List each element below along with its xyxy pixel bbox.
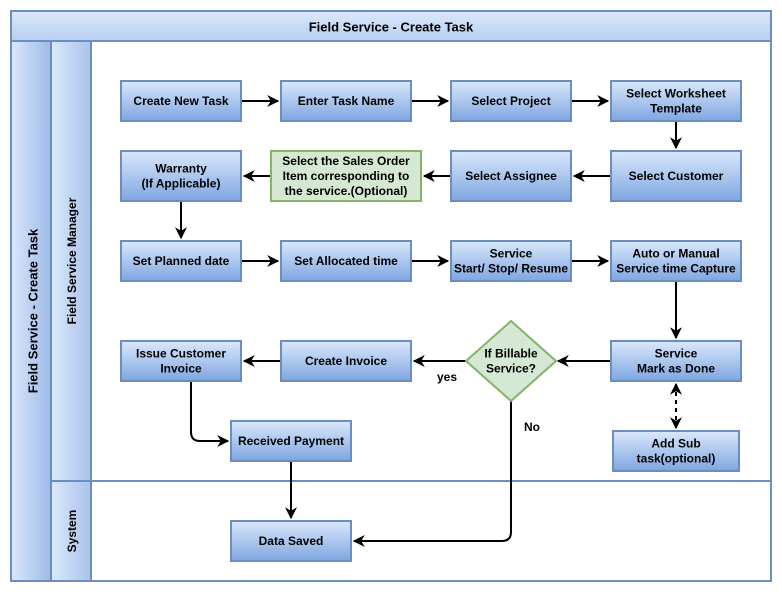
node-mark-done-label: Mark as Done (637, 362, 715, 376)
node-select-project-label: Select Project (471, 94, 550, 108)
node-issue-invoice-label: Invoice (160, 362, 202, 376)
node-received-payment[interactable]: Received Payment (230, 420, 352, 462)
node-enter-task-name[interactable]: Enter Task Name (280, 80, 412, 122)
node-time-capture-label: Service time Capture (616, 262, 736, 276)
node-if-billable-shape (464, 319, 558, 403)
node-select-customer-shape (610, 150, 742, 202)
node-set-allocated-time-label: Set Allocated time (294, 254, 398, 268)
node-mark-done-shape (610, 340, 742, 382)
node-service-start-label: Service (490, 247, 533, 261)
lane-system-band (50, 480, 92, 582)
node-select-customer[interactable]: Select Customer (610, 150, 742, 202)
node-select-worksheet-shape (610, 80, 742, 122)
node-select-sales-order-label: Item corresponding to (283, 169, 410, 183)
node-select-project[interactable]: Select Project (450, 80, 572, 122)
node-select-worksheet-label: Template (650, 102, 702, 116)
node-select-project-shape (450, 80, 572, 122)
node-create-new-task-label: Create New Task (133, 94, 228, 108)
node-create-invoice-shape (280, 340, 412, 382)
edge-billable-no-to-saved (352, 401, 512, 547)
node-time-capture-label: Auto or Manual (632, 247, 719, 261)
node-if-billable-label: If Billable (484, 347, 538, 361)
node-warranty[interactable]: Warranty(If Applicable) (120, 150, 242, 202)
node-select-assignee-label: Select Assignee (465, 169, 557, 183)
node-warranty-label: Warranty (155, 162, 207, 176)
lane-system-area (90, 480, 772, 582)
node-create-invoice[interactable]: Create Invoice (280, 340, 412, 382)
node-if-billable-label: Service? (486, 362, 536, 376)
node-set-allocated-time-shape (280, 240, 412, 282)
node-add-subtask-shape (612, 430, 740, 472)
node-issue-invoice-label: Issue Customer (136, 347, 226, 361)
node-select-sales-order-shape (270, 150, 422, 202)
edge-issue-to-payment (190, 381, 230, 447)
node-service-start-label: Start/ Stop/ Resume (454, 262, 568, 276)
node-set-allocated-time[interactable]: Set Allocated time (280, 240, 412, 282)
node-data-saved[interactable]: Data Saved (230, 520, 352, 562)
node-mark-done-label: Service (655, 347, 698, 361)
diagram-title: Field Service - Create Task (309, 20, 474, 35)
node-add-subtask-label: Add Sub (651, 437, 700, 451)
edge-label-yes: yes (437, 370, 457, 384)
node-data-saved-shape (230, 520, 352, 562)
node-service-start-shape (450, 240, 572, 282)
node-select-sales-order-label: the service.(Optional) (285, 184, 408, 198)
pool-label: Field Service - Create Task (26, 228, 41, 393)
node-select-worksheet-label: Select Worksheet (626, 87, 726, 101)
node-warranty-shape (120, 150, 242, 202)
node-enter-task-name-shape (280, 80, 412, 122)
node-received-payment-label: Received Payment (238, 434, 344, 448)
node-create-new-task[interactable]: Create New Task (120, 80, 242, 122)
node-data-saved-label: Data Saved (259, 534, 324, 548)
node-warranty-label: (If Applicable) (142, 177, 221, 191)
node-add-subtask-label: task(optional) (637, 452, 716, 466)
node-issue-invoice-shape (120, 340, 242, 382)
node-time-capture-shape (610, 240, 742, 282)
nodes: Create New Task Enter Task Name Select Pro… (120, 80, 742, 562)
node-select-assignee-shape (450, 150, 572, 202)
edges (175, 95, 682, 547)
node-create-new-task-shape (120, 80, 242, 122)
lane-manager-label: Field Service Manager (65, 197, 79, 324)
node-enter-task-name-label: Enter Task Name (298, 94, 395, 108)
node-set-planned-date[interactable]: Set Planned date (120, 240, 242, 282)
node-received-payment-shape (230, 420, 352, 462)
node-select-assignee[interactable]: Select Assignee (450, 150, 572, 202)
node-set-planned-date-label: Set Planned date (133, 254, 230, 268)
node-create-invoice-label: Create Invoice (305, 354, 387, 368)
pool-side-band (10, 40, 52, 582)
edge-label-no: No (524, 420, 540, 434)
node-select-customer-label: Select Customer (629, 169, 724, 183)
lane-system-label: System (65, 510, 79, 553)
node-select-sales-order-label: Select the Sales Order (282, 154, 410, 168)
node-set-planned-date-shape (120, 240, 242, 282)
